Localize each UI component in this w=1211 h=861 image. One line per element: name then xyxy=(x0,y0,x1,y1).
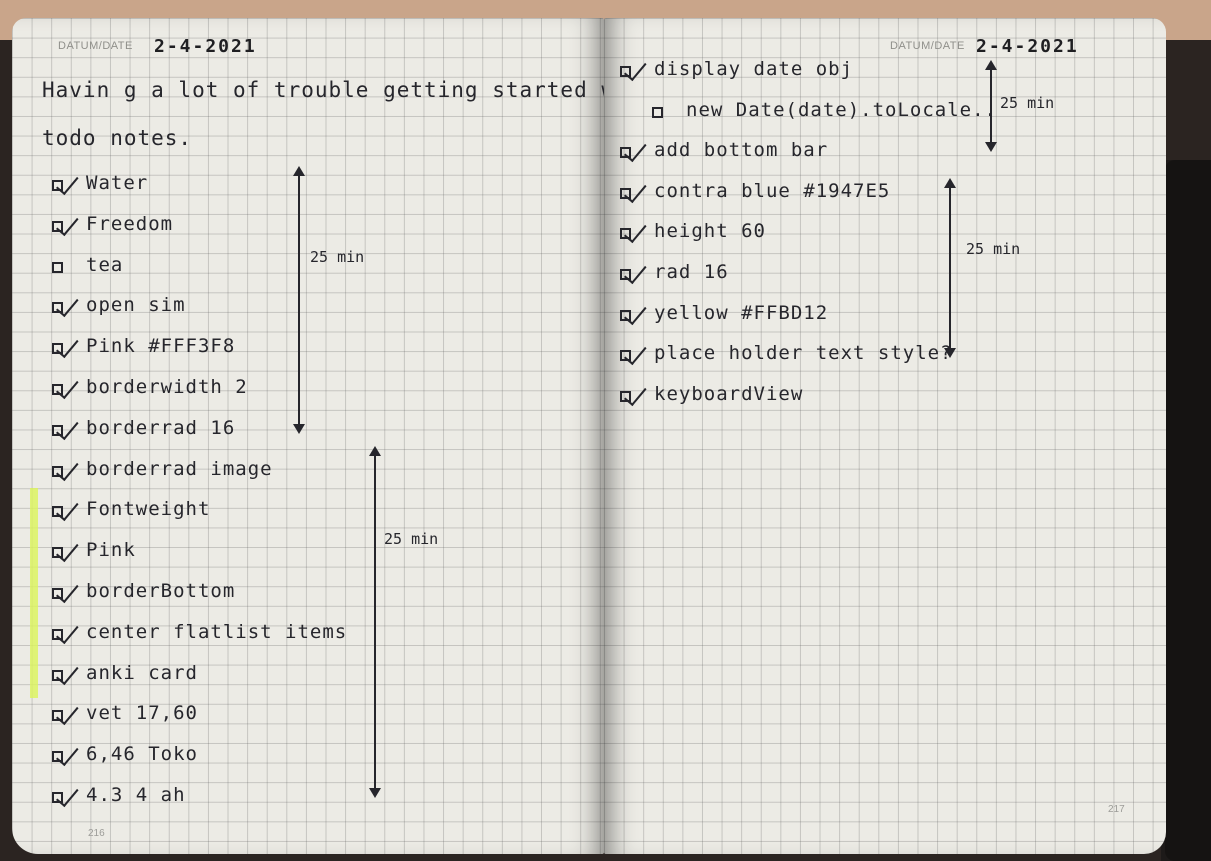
todo-item-text: height 60 xyxy=(654,220,766,243)
checked-box-icon xyxy=(620,350,631,362)
duration-label: 25 min xyxy=(1000,94,1055,112)
todo-item-text: place holder text style? xyxy=(654,342,953,365)
arrow-down-icon xyxy=(985,142,997,152)
checked-box-icon xyxy=(52,384,63,395)
duration-line xyxy=(990,68,992,146)
checked-box-icon xyxy=(52,710,63,722)
intro-line: Havin g a lot of trouble getting started… xyxy=(42,78,604,102)
page-number: 216 xyxy=(88,828,105,839)
todo-item-text: add bottom bar xyxy=(654,139,829,162)
checked-box-icon xyxy=(52,180,63,191)
datum-label: DATUM/DATE xyxy=(58,40,133,52)
todo-item-text: display date obj xyxy=(654,58,854,80)
duration-line xyxy=(298,174,300,428)
page-number: 217 xyxy=(1108,804,1125,815)
intro-line: todo notes. xyxy=(42,126,193,150)
todo-item-text: Freedom xyxy=(86,212,174,235)
checked-box-icon xyxy=(620,269,631,280)
todo-item-text: borderrad image xyxy=(86,457,273,480)
arrow-up-icon xyxy=(293,166,305,176)
checked-box-icon xyxy=(620,228,631,240)
todo-item-text: borderwidth 2 xyxy=(86,376,248,398)
duration-label: 25 min xyxy=(310,248,365,266)
checked-box-icon xyxy=(52,220,63,232)
checked-box-icon xyxy=(52,424,63,436)
page-date: 2-4-2021 xyxy=(154,36,257,57)
checked-box-icon xyxy=(52,628,63,640)
page-date: 2-4-2021 xyxy=(976,36,1079,57)
arrow-down-icon xyxy=(944,348,956,358)
todo-item-text: new Date(date).toLocale.. xyxy=(686,98,997,121)
checked-box-icon xyxy=(52,669,63,681)
todo-item-text: vet 17,60 xyxy=(86,702,198,725)
todo-item-text: contra blue #1947E5 xyxy=(654,179,891,202)
checked-box-icon xyxy=(620,66,631,77)
todo-item-text: rad 16 xyxy=(654,261,729,283)
checked-box-icon xyxy=(620,147,631,159)
checked-box-icon xyxy=(52,751,63,763)
todo-item-text: 4.3 4 ah xyxy=(86,784,186,806)
arrow-down-icon xyxy=(369,788,381,798)
todo-item-text: keyboardView xyxy=(654,382,804,405)
duration-label: 25 min xyxy=(384,530,439,548)
duration-label: 25 min xyxy=(966,240,1021,258)
arrow-up-icon xyxy=(985,60,997,70)
todo-item-text: borderrad 16 xyxy=(86,416,236,439)
todo-item-text: yellow #FFBD12 xyxy=(654,301,829,324)
checked-box-icon xyxy=(620,309,631,321)
todo-item-text: tea xyxy=(86,253,124,276)
duration-line xyxy=(949,186,951,352)
todo-item-text: Fontweight xyxy=(86,498,211,521)
checked-box-icon xyxy=(52,302,63,314)
todo-item-text: Pink xyxy=(86,539,136,562)
checked-box-icon xyxy=(52,506,63,518)
todo-item-text: Water xyxy=(86,172,149,194)
todo-item-text: 6,46 Toko xyxy=(86,743,198,766)
duration-line xyxy=(374,454,376,792)
unchecked-box-icon xyxy=(52,261,63,273)
checked-box-icon xyxy=(52,588,63,599)
todo-item-text: open sim xyxy=(86,294,186,317)
checked-box-icon xyxy=(52,547,63,559)
todo-item-text: center flatlist items xyxy=(86,620,348,643)
checked-box-icon xyxy=(620,187,631,199)
checked-box-icon xyxy=(52,343,63,355)
left-page: DATUM/DATE 2-4-2021 Havin g a lot of tro… xyxy=(12,18,604,854)
checked-box-icon xyxy=(620,390,631,402)
datum-label: DATUM/DATE xyxy=(890,40,965,52)
right-page: DATUM/DATE 2-4-2021 display date obj new … xyxy=(604,18,1166,854)
todo-item-text: borderBottom xyxy=(86,580,236,602)
todo-item-text: Pink #FFF3F8 xyxy=(86,335,236,358)
elastic-strap xyxy=(1165,160,1211,861)
arrow-up-icon xyxy=(944,178,956,188)
checked-box-icon xyxy=(52,792,63,803)
unchecked-box-icon xyxy=(652,106,663,118)
arrow-down-icon xyxy=(293,424,305,434)
arrow-up-icon xyxy=(369,446,381,456)
checked-box-icon xyxy=(52,465,63,477)
todo-item-text: anki card xyxy=(86,661,198,684)
